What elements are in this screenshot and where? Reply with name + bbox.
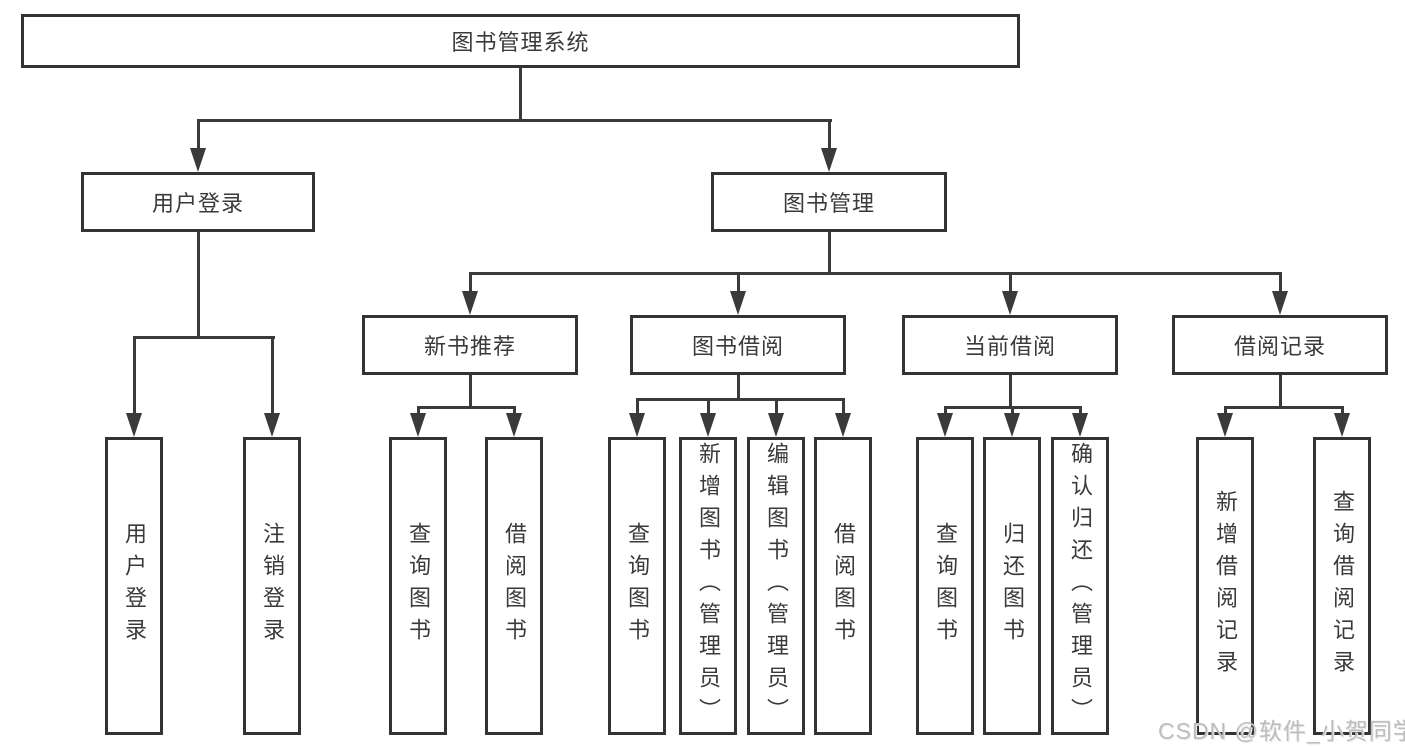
arrowhead-down-icon (410, 413, 426, 437)
arrowhead-down-icon (1004, 413, 1020, 437)
connector-new-book-bar (417, 406, 516, 409)
leaf-user-login: 用户登录 (105, 437, 163, 735)
node-borrow-record-label: 借阅记录 (1233, 334, 1326, 359)
leaf-label: 编辑图书（管理员） (764, 442, 789, 730)
leaf-label: 确认归还（管理员） (1068, 442, 1093, 730)
node-current-borrow-label: 当前借阅 (963, 334, 1056, 359)
node-root: 图书管理系统 (21, 14, 1020, 68)
arrowhead-down-icon (462, 291, 478, 315)
node-new-book-recommend: 新书推荐 (362, 315, 578, 375)
leaf-add-book-admin: 新增图书（管理员） (679, 437, 737, 735)
leaf-query-borrow-record: 查询借阅记录 (1313, 437, 1371, 735)
arrowhead-down-icon (821, 148, 837, 172)
connector-book-mgmt-bar (469, 272, 1282, 275)
leaf-edit-book-admin: 编辑图书（管理员） (747, 437, 805, 735)
leaf-query-book-1: 查询图书 (389, 437, 447, 735)
leaf-label: 用户登录 (122, 522, 147, 650)
leaf-logout: 注销登录 (243, 437, 301, 735)
connector-root-drop-left (197, 119, 200, 156)
leaf-borrow-book-2: 借阅图书 (814, 437, 872, 735)
leaf-confirm-return-admin: 确认归还（管理员） (1051, 437, 1109, 735)
arrowhead-down-icon (937, 413, 953, 437)
connector-book-borrow-drop (842, 398, 845, 421)
connector-borrow-record-bar (1224, 406, 1344, 409)
node-current-borrow: 当前借阅 (902, 315, 1118, 375)
leaf-label: 查询图书 (933, 522, 958, 650)
connector-borrow-record-trunk (1279, 375, 1282, 409)
connector-root-bar (197, 119, 832, 122)
leaf-query-book-3: 查询图书 (916, 437, 974, 735)
leaf-label: 注销登录 (260, 522, 285, 650)
connector-book-mgmt-trunk (828, 232, 831, 275)
connector-current-borrow-trunk (1009, 375, 1012, 409)
leaf-label: 查询图书 (625, 522, 650, 650)
arrowhead-down-icon (1272, 291, 1288, 315)
leaf-label: 借阅图书 (502, 522, 527, 650)
connector-book-borrow-drop (707, 398, 710, 421)
arrowhead-down-icon (506, 413, 522, 437)
arrowhead-down-icon (1072, 413, 1088, 437)
connector-user-login-drop (271, 336, 274, 421)
connector-book-borrow-trunk (737, 375, 740, 401)
connector-book-mgmt-drop (1009, 272, 1012, 299)
connector-root-drop-right (828, 119, 831, 156)
node-user-login-label: 用户登录 (151, 191, 244, 216)
leaf-borrow-book-1: 借阅图书 (485, 437, 543, 735)
node-user-login: 用户登录 (81, 172, 315, 232)
leaf-query-book-2: 查询图书 (608, 437, 666, 735)
connector-book-mgmt-drop (1279, 272, 1282, 299)
connector-book-borrow-drop (775, 398, 778, 421)
connector-user-login-trunk (197, 232, 200, 339)
node-book-borrow: 图书借阅 (630, 315, 846, 375)
arrowhead-down-icon (1002, 291, 1018, 315)
connector-book-mgmt-drop (469, 272, 472, 299)
arrowhead-down-icon (126, 413, 142, 437)
node-new-book-recommend-label: 新书推荐 (423, 334, 516, 359)
connector-user-login-drop (133, 336, 136, 421)
arrowhead-down-icon (1334, 413, 1350, 437)
leaf-label: 借阅图书 (831, 522, 856, 650)
node-book-borrow-label: 图书借阅 (691, 334, 784, 359)
connector-book-mgmt-drop (737, 272, 740, 299)
arrowhead-down-icon (768, 413, 784, 437)
arrowhead-down-icon (700, 413, 716, 437)
node-borrow-record: 借阅记录 (1172, 315, 1388, 375)
arrowhead-down-icon (629, 413, 645, 437)
leaf-label: 新增图书（管理员） (696, 442, 721, 730)
arrowhead-down-icon (264, 413, 280, 437)
arrowhead-down-icon (1217, 413, 1233, 437)
connector-root-trunk (519, 68, 522, 122)
node-book-management-label: 图书管理 (782, 191, 875, 216)
node-book-management: 图书管理 (711, 172, 947, 232)
connector-new-book-trunk (469, 375, 472, 409)
leaf-add-borrow-record: 新增借阅记录 (1196, 437, 1254, 735)
node-root-label: 图书管理系统 (451, 30, 590, 55)
arrowhead-down-icon (730, 291, 746, 315)
arrowhead-down-icon (835, 413, 851, 437)
leaf-return-book: 归还图书 (983, 437, 1041, 735)
connector-book-borrow-bar (636, 398, 845, 401)
leaf-label: 归还图书 (1000, 522, 1025, 650)
connector-book-borrow-drop (636, 398, 639, 421)
leaf-label: 查询借阅记录 (1330, 490, 1355, 682)
arrowhead-down-icon (190, 148, 206, 172)
leaf-label: 新增借阅记录 (1213, 490, 1238, 682)
connector-user-login-bar (133, 336, 275, 339)
leaf-label: 查询图书 (406, 522, 431, 650)
